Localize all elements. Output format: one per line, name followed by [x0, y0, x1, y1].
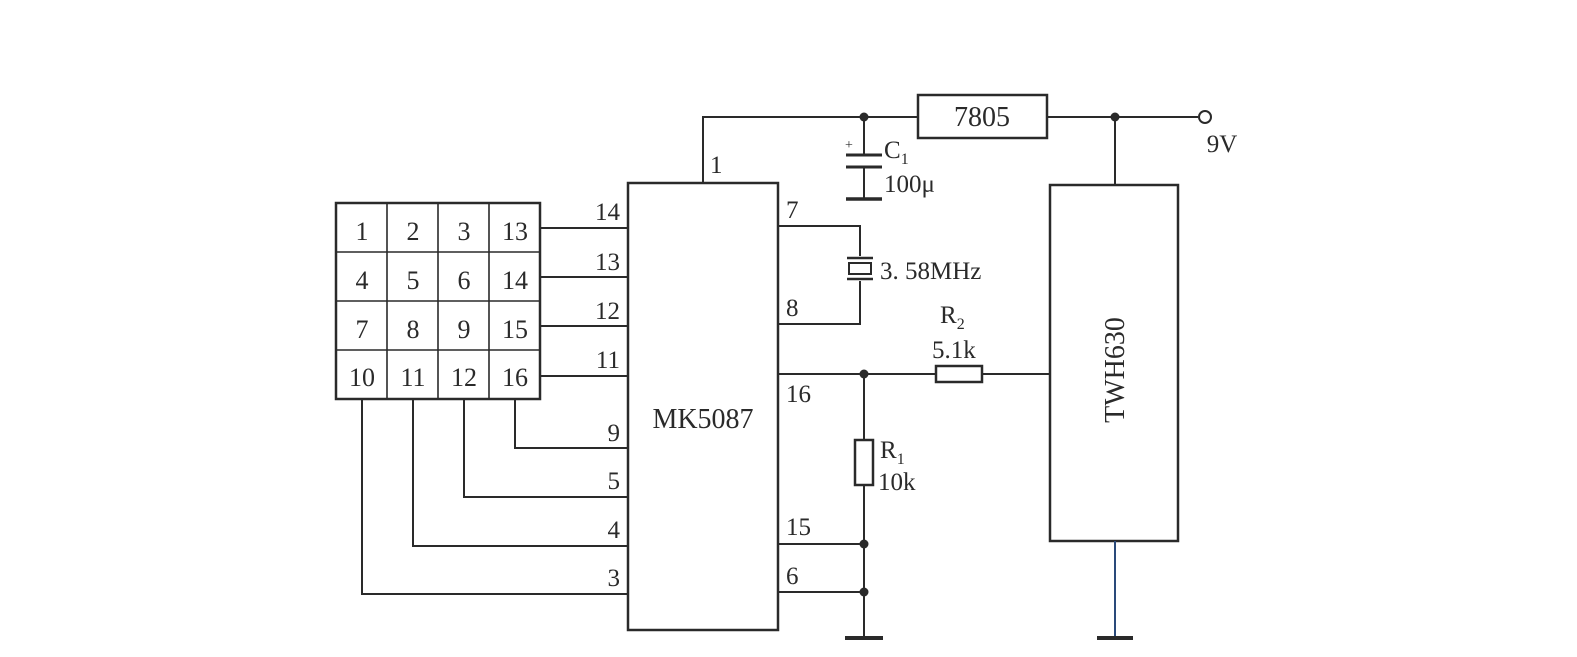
- pin-label: 11: [596, 347, 620, 374]
- wire-vcc: [702, 116, 918, 183]
- capacitor-c1: + C1 100μ: [845, 117, 935, 201]
- pin-label: 5: [608, 468, 621, 495]
- keypad-key: 10: [349, 363, 375, 392]
- regulator-label: 7805: [954, 102, 1010, 133]
- pin-label: 1: [710, 152, 723, 179]
- resistor-r1-body: [853, 438, 875, 487]
- pin-label: 6: [786, 563, 799, 590]
- keypad-key: 14: [502, 266, 528, 295]
- keypad-key: 5: [407, 266, 420, 295]
- output-network: R2 5.1k R1 10k: [778, 302, 1050, 640]
- resistor-r1-value: 10k: [878, 469, 916, 496]
- crystal-label: 3. 58MHz: [880, 258, 981, 285]
- keypad-key: 1: [356, 217, 369, 246]
- keypad-key: 2: [407, 217, 420, 246]
- power-rail: 7805 9V: [702, 93, 1238, 185]
- wire-crystal: [778, 225, 861, 256]
- pin-label: 3: [608, 565, 621, 592]
- supply-terminal: [1198, 110, 1212, 124]
- pin-label: 12: [595, 298, 620, 325]
- pin-label: 13: [595, 249, 620, 276]
- supply-voltage-label: 9V: [1207, 131, 1238, 158]
- junction-dot: [859, 587, 869, 597]
- crystal: 3. 58MHz: [778, 225, 981, 325]
- wire-col-3: [463, 399, 628, 498]
- transmitter-module: TWH630: [1048, 183, 1180, 640]
- resistor-r2-name: R2: [940, 302, 965, 333]
- encoder-label: MK5087: [652, 404, 753, 435]
- pin-label: 14: [595, 199, 621, 226]
- pin-label: 15: [786, 514, 811, 541]
- capacitor-value: 100μ: [884, 171, 935, 198]
- encoder-body: [626, 181, 780, 632]
- junction-dot: [859, 539, 869, 549]
- wire-col-4: [514, 399, 628, 449]
- keypad-key: 9: [458, 315, 471, 344]
- wire-col-2: [412, 399, 628, 547]
- keypad-key: 12: [451, 363, 477, 392]
- resistor-r1-name: R1: [880, 437, 905, 468]
- keypad-key: 7: [356, 315, 369, 344]
- pin-label: 7: [786, 197, 799, 224]
- resistor-r2-body: [934, 364, 984, 384]
- keypad: 1 2 3 13 4 5 6 14 7 8 9 15 10 11 12 16: [334, 201, 542, 401]
- pin-label: 9: [608, 420, 621, 447]
- transmitter-body: [1048, 183, 1180, 543]
- pin-label: 16: [786, 381, 811, 408]
- transmitter-label: TWH630: [1100, 317, 1131, 423]
- encoder-ic: MK5087 1 14 13 12 11 9 5 4 3 7 8 16 15 6: [595, 152, 811, 632]
- capacitor-name: C1: [884, 137, 909, 168]
- keypad-key: 3: [458, 217, 471, 246]
- keypad-key: 13: [502, 217, 528, 246]
- capacitor-polarity: +: [845, 138, 853, 153]
- resistor-r2-value: 5.1k: [932, 337, 976, 364]
- keypad-key: 6: [458, 266, 471, 295]
- crystal-body: [848, 262, 872, 275]
- keypad-key: 15: [502, 315, 528, 344]
- keypad-wires: [361, 227, 628, 595]
- pin-label: 4: [608, 517, 621, 544]
- pin-label: 8: [786, 295, 799, 322]
- keypad-key: 8: [407, 315, 420, 344]
- keypad-key: 16: [502, 363, 528, 392]
- keypad-key: 11: [400, 363, 425, 392]
- keypad-key: 4: [356, 266, 369, 295]
- wire-col-1: [361, 399, 628, 595]
- wire-crystal: [778, 281, 861, 325]
